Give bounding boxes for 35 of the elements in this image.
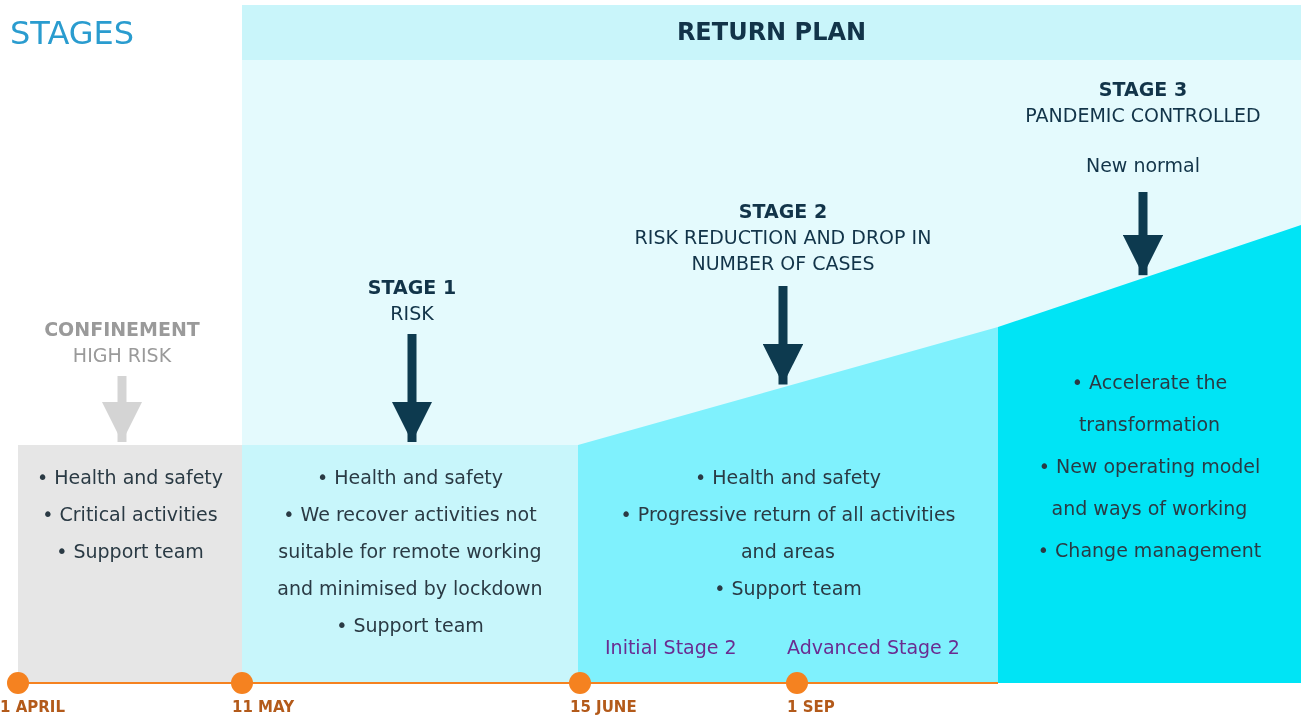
substage-label: Initial Stage 2	[605, 636, 737, 658]
bullet-item: • Support team	[55, 539, 205, 564]
bullet-item: • Health and safety	[693, 465, 883, 490]
stage-subtitle: RISK REDUCTION AND DROP IN NUMBER OF CASES	[633, 225, 933, 276]
down-arrow	[1122, 192, 1164, 276]
stage-subtitle: PANDEMIC CONTROLLED	[1024, 103, 1262, 128]
substage-label: Advanced Stage 2	[787, 636, 960, 658]
stage-panel	[18, 445, 242, 683]
stage-note: New normal	[1084, 153, 1202, 178]
bullet-item: • We recover activities not suitable for remote working and minimised by lockdown	[276, 502, 544, 601]
bullet-item: • Accelerate the transformation	[1070, 370, 1229, 437]
page-title: STAGES	[10, 14, 135, 52]
date-label: 1 APRIL	[0, 698, 65, 716]
down-arrow	[391, 334, 433, 442]
bullet-item: • Critical activities	[41, 502, 219, 527]
header-band: RETURN PLAN	[242, 5, 1301, 60]
bullet-item: • Health and safety	[315, 465, 505, 490]
bullet-item: • Support team	[713, 576, 863, 601]
date-label: 15 JUNE	[570, 698, 637, 716]
stage-title: STAGE 1	[366, 275, 458, 300]
bullet-item: • Support team	[335, 613, 485, 638]
stage-title: STAGE 2	[737, 199, 829, 224]
bullet-item: • Health and safety	[35, 465, 225, 490]
stage-subtitle: HIGH RISK	[71, 343, 173, 368]
stage-panel	[242, 445, 578, 683]
down-arrow	[762, 286, 804, 385]
bullet-item: • Progressive return of all activities and areas	[619, 502, 957, 564]
bullet-item: • New operating model and ways of working	[1037, 454, 1262, 521]
date-label: 1 SEP	[787, 698, 835, 716]
stage-title: STAGE 3	[1097, 77, 1189, 102]
stage-title: CONFINEMENT	[43, 317, 201, 342]
down-arrow	[101, 376, 143, 442]
date-label: 11 MAY	[232, 698, 295, 716]
stage-subtitle: RISK	[389, 301, 435, 326]
bullet-item: • Change management	[1036, 538, 1263, 563]
